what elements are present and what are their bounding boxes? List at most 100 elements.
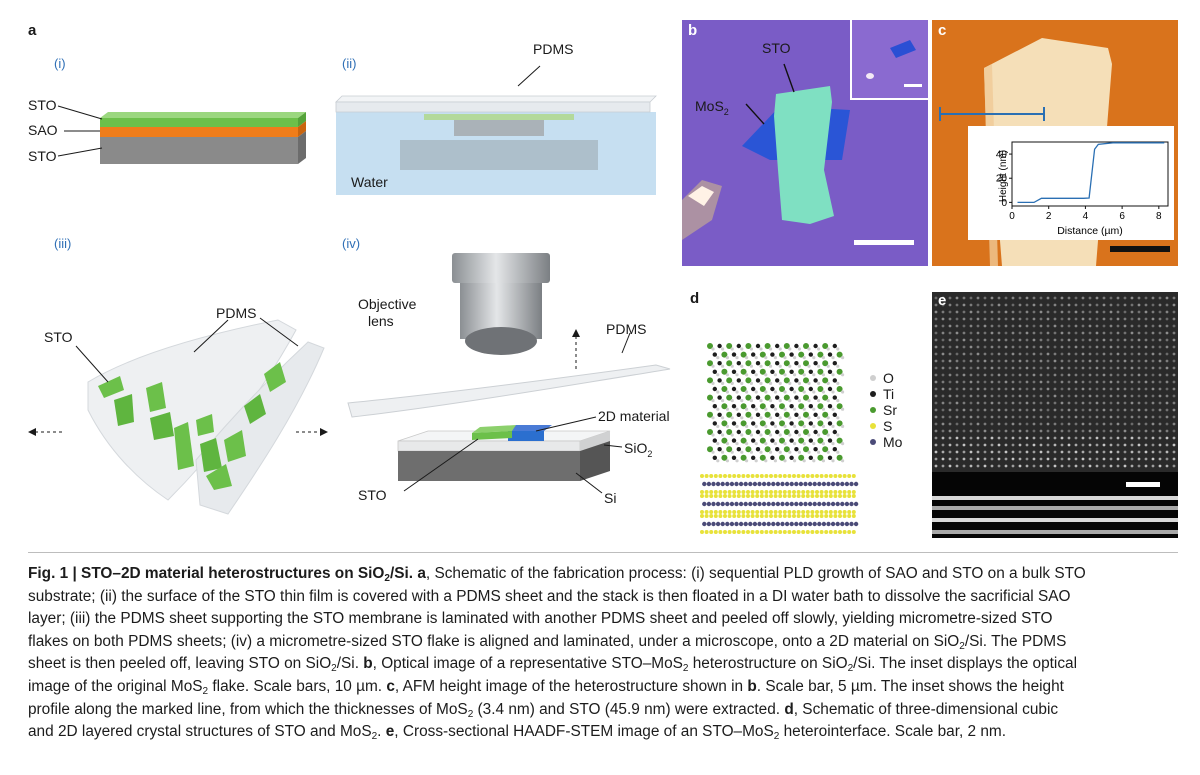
ti-atom <box>808 421 813 426</box>
ti-atom <box>808 455 813 460</box>
mo-atom <box>780 521 785 527</box>
ti-atom <box>736 429 741 435</box>
o-atom <box>749 364 753 368</box>
sr-atom <box>803 377 809 384</box>
sr-atom <box>740 437 747 444</box>
mo-atom <box>789 481 794 487</box>
o-atom <box>725 373 729 377</box>
o-atom <box>817 381 821 385</box>
ti-atom <box>736 378 741 383</box>
si-label: Si <box>604 490 617 506</box>
o-atom <box>817 399 821 403</box>
mo-atom <box>720 501 725 507</box>
ti-atom <box>770 352 775 357</box>
o-atom <box>797 450 801 454</box>
o-atom <box>831 407 835 411</box>
s-atom <box>755 514 760 518</box>
s-atom <box>769 494 773 498</box>
s-atom <box>782 494 787 498</box>
o-atom <box>759 433 763 437</box>
o-atom <box>745 390 749 394</box>
mo-atom <box>775 521 781 527</box>
s-atom <box>824 510 829 514</box>
ti-atom <box>808 438 813 443</box>
o-atom <box>783 373 787 377</box>
mo-atom <box>757 501 762 507</box>
s-atom <box>709 490 714 494</box>
ti-atom <box>751 369 756 374</box>
o-atom <box>821 424 825 428</box>
o-atom <box>769 450 773 454</box>
mo-atom <box>812 521 817 527</box>
o-atom <box>821 407 825 411</box>
sr-atom <box>745 343 752 349</box>
pdms-sheet-iv <box>347 364 671 418</box>
s-atom <box>847 490 852 494</box>
s-atom <box>769 530 773 534</box>
ti-atom <box>813 378 818 383</box>
ti-atom <box>751 404 756 409</box>
mo-atom <box>766 501 771 507</box>
stack-label-sto-top: STO <box>28 97 57 113</box>
o-atom <box>759 399 763 403</box>
o-atom <box>821 459 825 463</box>
s-atom <box>713 510 718 514</box>
sr-atom <box>783 377 790 384</box>
ti-atom <box>736 447 741 452</box>
mo-atom <box>803 521 808 527</box>
s-atom <box>773 510 778 514</box>
ti-atom <box>736 412 741 417</box>
sr-atom <box>798 403 805 410</box>
s-atom <box>778 474 783 478</box>
legend-swatch <box>870 375 876 381</box>
o-atom <box>754 459 758 463</box>
panel-d-letter: d <box>690 290 700 307</box>
o-atom <box>788 381 792 385</box>
sr-atom <box>726 377 733 384</box>
s-atom <box>810 490 815 494</box>
y-tick-label: 40 <box>996 150 1008 161</box>
sr-atom <box>726 343 733 349</box>
mo-atom <box>794 501 799 507</box>
mo-atom <box>725 521 730 527</box>
s-atom <box>755 530 760 534</box>
s-atom <box>819 474 824 478</box>
sr-atom <box>783 394 790 401</box>
o-atom <box>735 442 739 446</box>
peeling-schematic <box>28 317 328 515</box>
mo-atom <box>835 501 840 507</box>
s-atom <box>764 474 769 478</box>
mos2-label-b: MoS2 <box>695 98 729 117</box>
s-atom <box>723 510 727 514</box>
s-atom <box>828 494 833 498</box>
o-atom <box>802 442 806 446</box>
ti-atom <box>731 386 737 392</box>
s-atom <box>764 494 769 498</box>
s-atom <box>838 530 842 534</box>
mo-atom <box>807 481 813 487</box>
o-atom <box>826 450 830 454</box>
mo-atom <box>771 521 776 527</box>
s-atom <box>759 514 764 518</box>
o-atom <box>778 416 782 420</box>
ti-atom <box>808 352 813 357</box>
s-atom <box>819 530 824 534</box>
ti-atom <box>755 429 761 435</box>
sr-atom <box>817 454 824 461</box>
s-atom <box>718 490 723 494</box>
sr-atom <box>745 394 752 401</box>
x-tick-label: 4 <box>1083 211 1089 222</box>
o-atom <box>730 433 734 437</box>
ti-atom <box>827 352 833 357</box>
s-atom <box>824 474 829 478</box>
mo-atom <box>748 501 753 507</box>
s-atom <box>805 490 810 494</box>
o-atom <box>749 381 753 385</box>
s-atom <box>755 494 760 498</box>
ti-atom <box>775 361 780 366</box>
ti-atom <box>794 395 799 400</box>
mo-atom <box>702 481 707 487</box>
sr-atom <box>836 437 843 444</box>
sr-atom <box>822 446 829 453</box>
s-atom <box>727 494 732 498</box>
